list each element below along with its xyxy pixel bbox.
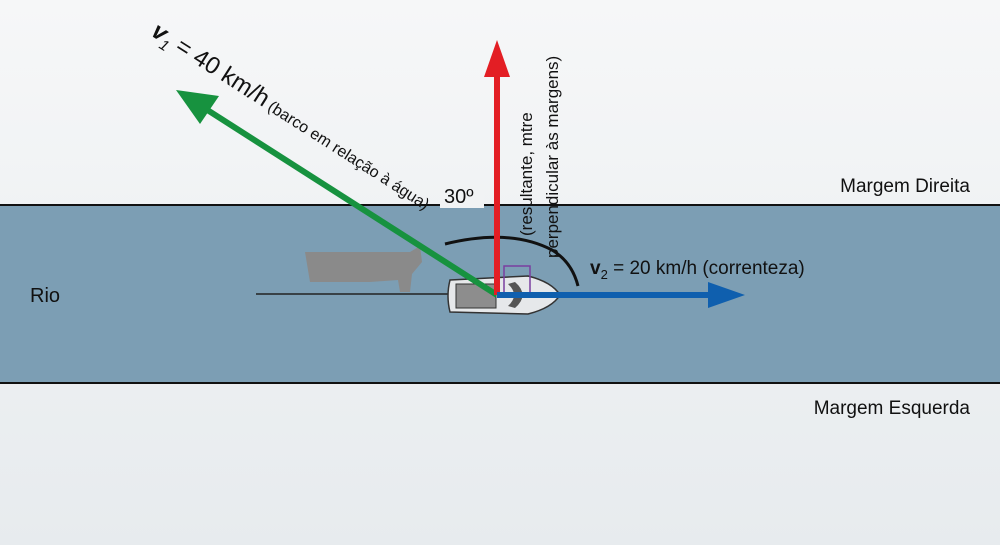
angle-arc: [444, 235, 580, 287]
river-label: Rio: [30, 285, 60, 307]
left-bank-label: Margem Esquerda: [814, 398, 971, 419]
right-angle-marker: [503, 265, 531, 295]
smudge: [305, 246, 422, 292]
v1-arrow: [176, 90, 499, 298]
v2-label: v2 = 20 km/h (correnteza): [590, 258, 805, 282]
angle-bg: [440, 184, 484, 208]
resultant-label-line1: (resultante, mtre: [517, 112, 536, 236]
right-bank-label: Margem Direita: [840, 176, 970, 197]
resultant-label-line2: perpendicular às margens): [543, 56, 562, 258]
v2-arrow: [497, 282, 745, 308]
angle-label: 30º: [444, 186, 474, 208]
resultant-arrow: [484, 40, 510, 295]
